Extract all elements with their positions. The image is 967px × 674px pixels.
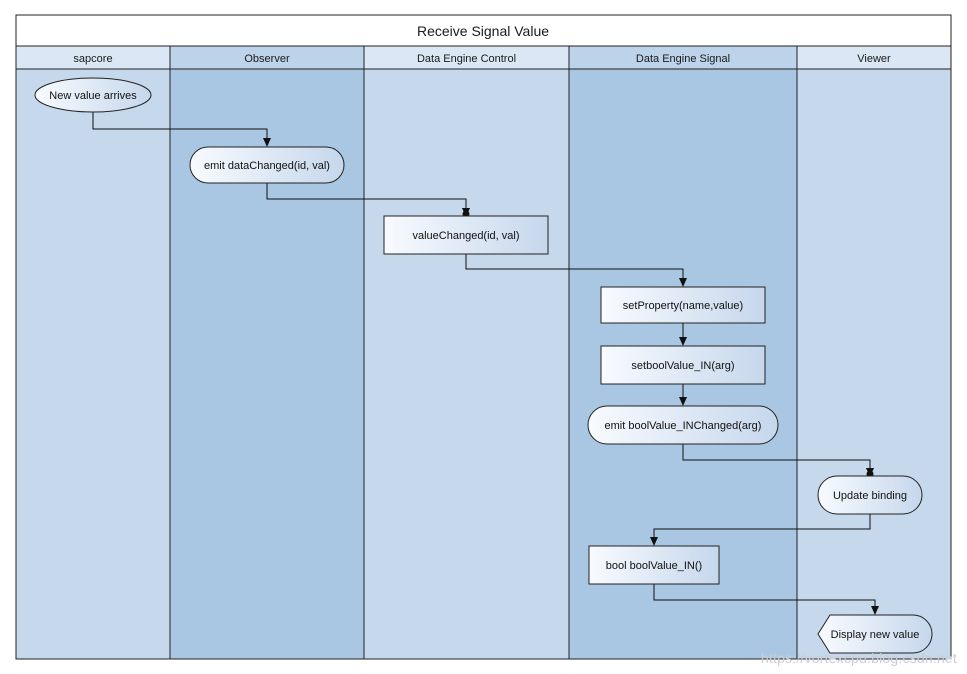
diagram-title-bar — [15, 14, 952, 47]
lane-body-3 — [363, 68, 570, 660]
node-shape — [383, 215, 549, 255]
node-n2: emit dataChanged(id, val) — [189, 146, 345, 184]
node-shape — [34, 77, 152, 113]
edge-n6-n7 — [682, 444, 874, 477]
nodes-layer: New value arrives emit dataChanged(id, va… — [34, 77, 933, 654]
node-n7: Update binding — [817, 475, 923, 515]
lane-title: Viewer — [857, 53, 891, 65]
node-label: Display new value — [831, 629, 920, 641]
node-shape — [817, 614, 933, 654]
node-shape — [588, 545, 720, 585]
node-shape — [587, 405, 779, 445]
node-n6: emit boolValue_INChanged(arg) — [587, 405, 779, 445]
node-label: setProperty(name,value) — [623, 300, 743, 312]
node-n5: setboolValue_IN(arg) — [600, 345, 766, 385]
node-n4: setProperty(name,value) — [600, 286, 766, 324]
node-label: emit dataChanged(id, val) — [204, 160, 330, 172]
lane-title: Data Engine Signal — [636, 53, 730, 65]
edge-n2-n3 — [266, 183, 470, 217]
edge-n1-n2 — [92, 112, 271, 147]
node-n8: bool boolValue_IN() — [588, 545, 720, 585]
node-shape — [817, 475, 923, 515]
node-shape — [600, 345, 766, 385]
diagram-title: Receive Signal Value — [417, 23, 549, 39]
edges-layer — [92, 112, 879, 615]
lane-body-5 — [796, 68, 952, 660]
lane-body-1 — [15, 68, 171, 660]
node-label: New value arrives — [49, 90, 137, 102]
lane-title: Data Engine Control — [417, 53, 516, 65]
node-n9: Display new value — [817, 614, 933, 654]
lane-title: sapcore — [73, 53, 112, 65]
lane-title: Observer — [244, 53, 290, 65]
edge-n7-n8 — [650, 514, 871, 546]
lane-header-5 — [796, 45, 952, 70]
watermark-text: https://vortexcpu.blog.csdn.net — [760, 650, 957, 666]
lanes-layer: sapcore Observer Data Engine Control Data E… — [15, 45, 952, 660]
node-label: emit boolValue_INChanged(arg) — [605, 420, 762, 432]
edge-n8-n9 — [653, 584, 879, 615]
node-n1: New value arrives — [34, 77, 152, 113]
node-shape — [189, 146, 345, 184]
node-n3: valueChanged(id, val) — [383, 215, 549, 255]
node-label: setboolValue_IN(arg) — [631, 360, 734, 372]
node-label: valueChanged(id, val) — [412, 230, 519, 242]
node-label: bool boolValue_IN() — [606, 560, 702, 572]
node-label: Update binding — [833, 490, 907, 502]
edge-n3-n4 — [465, 254, 687, 287]
node-shape — [600, 286, 766, 324]
